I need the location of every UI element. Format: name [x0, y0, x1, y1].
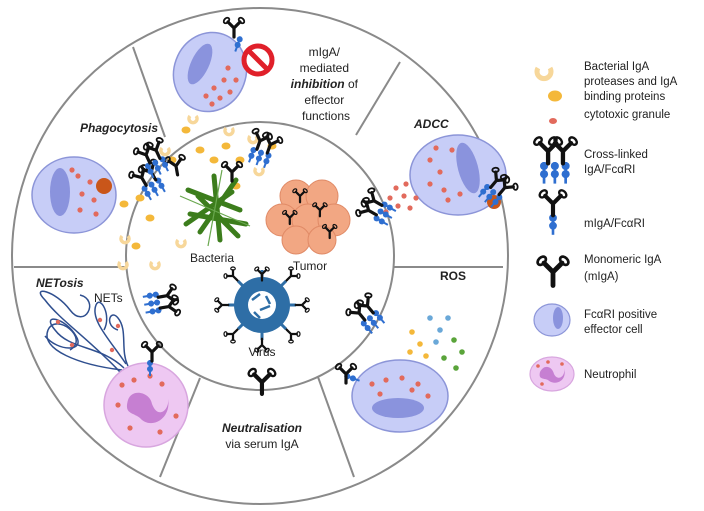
net-strands: [39, 290, 129, 373]
diagram: mIgA/ mediated inhibition of effector fu…: [11, 7, 521, 505]
netosis-neutrophil: [103, 339, 189, 448]
ros-label: ROS: [440, 269, 466, 283]
legend: Bacterial IgA proteases and IgA binding …: [529, 61, 680, 392]
adcc-label: ADCC: [413, 117, 449, 131]
tumor-label: Tumor: [293, 259, 327, 273]
phagocytosis-label: Phagocytosis: [80, 121, 158, 135]
effector-cell-legend-label: FcαRI positive effector cell: [584, 309, 660, 336]
monomeric-legend-icon: [536, 255, 570, 285]
granule-legend-label: cytotoxic granule: [584, 109, 670, 121]
neutrophil-legend-label: Neutrophil: [584, 369, 636, 381]
scattered-proteases: [117, 114, 277, 271]
virus-icon: [212, 263, 312, 355]
protease-legend-icon: [534, 66, 562, 102]
phagocytosis-effector-cell: [31, 156, 117, 234]
netosis-label: NETosis: [36, 276, 84, 290]
crosslinked-legend-icon: [533, 136, 578, 184]
granule-legend-icon: [549, 118, 557, 124]
tumor-icon: [265, 179, 351, 255]
inhibition-label: mIgA/ mediated inhibition of effector fu…: [291, 45, 362, 123]
ros-effector-cell: [333, 359, 449, 433]
no-entry-icon: [241, 43, 275, 77]
monomeric-legend-label: Monomeric IgA (mIgA): [584, 254, 664, 283]
protease-legend-label: Bacterial IgA proteases and IgA binding …: [584, 61, 680, 103]
net-granules: [55, 317, 121, 353]
crosslinked-legend-label: Cross-linked IgA/FcαRI: [584, 149, 651, 176]
migafcari-legend-label: mIgA/FcαRI: [584, 218, 645, 230]
neutrophil-legend-icon: [529, 356, 575, 392]
neutralisation-subtitle: via serum IgA: [225, 437, 298, 451]
ros-molecules: [407, 315, 465, 371]
neutralisation-title: Neutralisation: [222, 421, 302, 435]
released-granules: [383, 181, 419, 215]
bacteria-label: Bacteria: [190, 251, 234, 265]
migafcari-legend-icon: [538, 189, 567, 237]
effector-cell-legend-icon: [533, 303, 571, 337]
virus-label: Virus: [248, 345, 275, 359]
bacteria-icon: [131, 135, 251, 247]
nets-label: NETs: [94, 291, 123, 305]
adcc-effector-cell: [409, 134, 521, 216]
inhibited-effector-cell: [172, 15, 248, 113]
section-dividers: [14, 46, 503, 478]
